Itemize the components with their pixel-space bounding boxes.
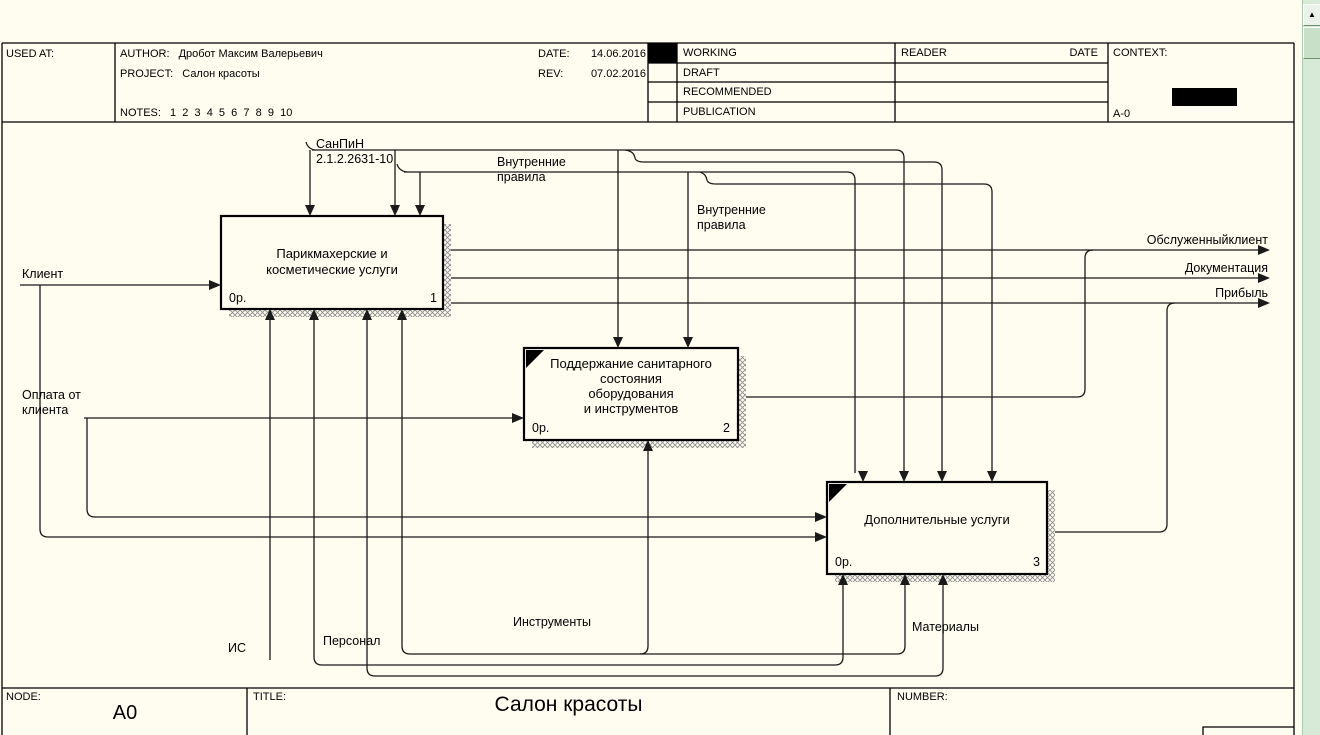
number-label: NUMBER: [897,691,948,703]
rev-line: REV: 07.02.2016 [538,68,646,81]
notes-value: 1 2 3 4 5 6 7 8 9 10 [170,107,293,119]
title-value: Салон красоты [494,693,643,716]
used-at-label: USED AT: [6,48,55,60]
arrow-label-profit[interactable]: Прибыль [1215,286,1268,300]
context-node-glyph[interactable] [1172,88,1237,106]
title-label: TITLE: [253,691,287,703]
scrollbar-thumb[interactable] [1303,27,1320,59]
author-line: AUTHOR: Дробот Максим Валерьевич [120,48,323,61]
scroll-up-arrow-icon: ▲ [1308,10,1316,19]
node-value: A0 [112,702,138,724]
working-status-checkbox[interactable] [648,43,677,63]
arrow-label-internal-rules-1[interactable]: Внутренние правила [497,155,566,184]
process-box-2-cost: 0р. [532,421,550,435]
context-node-id: A-0 [1113,108,1131,120]
arrow-label-materials[interactable]: Материалы [912,620,979,634]
process-box-1-cost: 0р. [229,291,247,305]
process-box-3-number: 3 [1033,555,1040,569]
control-arrows[interactable] [305,141,993,473]
arrow-label-is[interactable]: ИС [228,641,247,655]
arrow-label-client[interactable]: Клиент [22,267,64,281]
process-box-2[interactable] [522,346,740,442]
arrowheads [209,205,1270,585]
process-box-1[interactable] [219,214,445,311]
status-draft[interactable]: DRAFT [683,67,720,79]
project-label: PROJECT: [120,68,174,80]
box3-corner-fold-icon [829,484,847,502]
reader-label: READER [901,47,947,59]
arrow-label-sanpin[interactable]: СанПиН 2.1.2.2631-10 [316,137,394,166]
date-value: 14.06.2016 [590,48,646,60]
node-label: NODE: [6,691,41,703]
input-arrows[interactable] [20,284,817,538]
process-box-2-number: 2 [723,421,730,435]
reader-date-label: DATE [1069,47,1098,59]
notes-label: NOTES: [120,107,161,119]
process-box-3-cost: 0р. [835,555,853,569]
arrow-label-payment[interactable]: Оплата от клиента [22,388,81,417]
arrow-label-served-client[interactable]: Обслуженныйклиент [1146,233,1268,247]
process-box-2-caption[interactable]: Поддержание санитарного состояния оборуд… [550,356,712,416]
date-label: DATE: [538,48,570,60]
process-box-3-caption[interactable]: Дополнительные услуги [864,512,1010,527]
arrow-label-tools[interactable]: Инструменты [513,615,591,629]
author-label: AUTHOR: [120,48,170,60]
arrow-label-documentation[interactable]: Документация [1184,261,1268,275]
arrow-label-personnel[interactable]: Персонал [323,634,381,648]
project-line: PROJECT: Салон красоты [120,68,260,81]
rev-value: 07.02.2016 [590,68,646,80]
scroll-up-button[interactable]: ▲ [1303,4,1320,26]
sheet-frame [1,42,1295,735]
project-value: Салон красоты [182,68,260,80]
context-label: CONTEXT: [1113,47,1168,59]
process-box-1-number: 1 [430,291,437,305]
status-working[interactable]: WORKING [683,47,737,59]
process-box-1-caption[interactable]: Парикмахерские и косметические услуги [266,246,398,277]
arrow-label-internal-rules-2[interactable]: Внутренние правила [697,203,766,232]
vertical-scrollbar[interactable] [1302,0,1320,735]
output-arrows[interactable] [451,249,1260,533]
status-publication[interactable]: PUBLICATION [683,106,756,118]
mechanism-arrows[interactable] [269,311,944,677]
date-line: DATE: 14.06.2016 [538,48,646,61]
box2-corner-fold-icon [526,350,544,368]
status-recommended[interactable]: RECOMMENDED [683,86,772,98]
rev-label: REV: [538,68,564,80]
author-value: Дробот Максим Валерьевич [178,48,323,60]
notes-line: NOTES: 1 2 3 4 5 6 7 8 9 10 [120,107,292,120]
process-box-3[interactable] [825,480,1049,576]
